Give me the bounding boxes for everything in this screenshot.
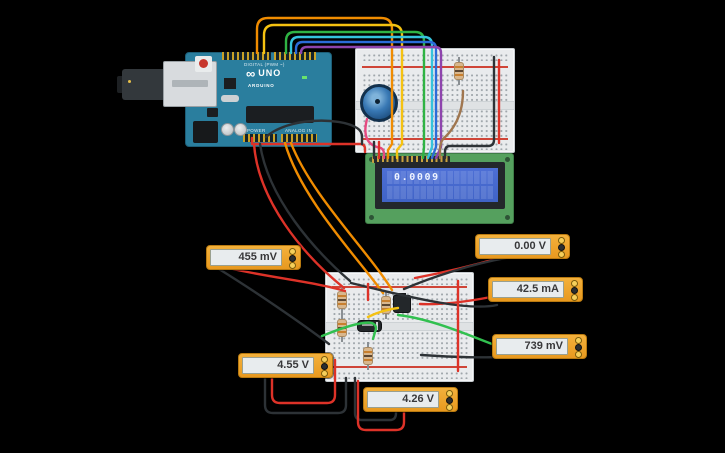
rail-holes	[331, 370, 468, 379]
meter-terminal-icon[interactable]	[321, 356, 328, 363]
rail-line	[332, 366, 467, 368]
lcd-bezel: 0.0009	[375, 162, 505, 209]
screw-icon	[369, 215, 374, 220]
analog-pins[interactable]	[281, 134, 317, 142]
meter-terminal-icon[interactable]	[575, 344, 582, 351]
digital-pins-left[interactable]	[222, 52, 271, 60]
digital-pins-right[interactable]	[274, 52, 316, 60]
resistor[interactable]	[363, 342, 373, 370]
multimeter-display: 42.5 mA	[492, 281, 564, 298]
resistor[interactable]	[337, 314, 347, 342]
resistor[interactable]	[381, 291, 391, 319]
arduino-brand-label: ARDUINO	[248, 83, 275, 88]
resistor[interactable]	[454, 57, 464, 85]
multimeter-739mv[interactable]: 739 mV	[492, 334, 587, 359]
grid-holes	[331, 330, 468, 360]
capacitor-icon	[234, 123, 247, 136]
meter-terminal-icon[interactable]	[571, 294, 578, 301]
multimeter-425ma[interactable]: 42.5 mA	[488, 277, 583, 302]
uno-model-label: UNO	[258, 68, 282, 78]
meter-terminal-icon[interactable]	[446, 397, 453, 404]
rail-holes	[331, 276, 468, 285]
meter-terminal-icon[interactable]	[575, 337, 582, 344]
diode[interactable]	[357, 320, 382, 332]
multimeter-value: 739 mV	[524, 340, 563, 352]
breadboard-main[interactable]	[325, 272, 474, 382]
rail-line	[362, 66, 508, 68]
meter-terminal-icon[interactable]	[321, 363, 328, 370]
power-led-icon	[302, 76, 307, 79]
lcd-display[interactable]: 0.0009	[365, 153, 514, 224]
regulator-chip-icon	[207, 108, 218, 117]
meter-terminal-icon[interactable]	[558, 251, 565, 258]
rail-line	[332, 286, 467, 288]
multimeter-455mv[interactable]: 455 mV	[206, 245, 301, 270]
meter-terminal-icon[interactable]	[446, 404, 453, 411]
capacitor-icon	[221, 123, 234, 136]
multimeter-426v[interactable]: 4.26 V	[363, 387, 458, 412]
wire-black-455mv-probe[interactable]	[217, 267, 331, 346]
wire-black-455v-probe[interactable]	[263, 375, 348, 415]
meter-terminal-icon[interactable]	[321, 370, 328, 377]
multimeter-display: 4.55 V	[242, 357, 314, 374]
rail-holes	[361, 52, 509, 61]
screw-icon	[505, 157, 510, 162]
lcd-screen: 0.0009	[382, 168, 498, 202]
usb-plug[interactable]	[122, 69, 170, 100]
power-pins[interactable]	[243, 134, 277, 142]
analog-label: ANALOG IN	[285, 128, 313, 133]
meter-terminal-icon[interactable]	[289, 262, 296, 269]
power-label: POWER	[247, 128, 266, 133]
multimeter-display: 455 mV	[210, 249, 282, 266]
power-jack-icon	[193, 121, 218, 143]
multimeter-display: 739 mV	[496, 338, 568, 355]
meter-terminal-icon[interactable]	[446, 390, 453, 397]
rail-line	[362, 138, 508, 140]
infinity-logo-icon: ∞	[246, 66, 256, 81]
lcd-readout: 0.0009	[394, 172, 440, 183]
reset-button[interactable]	[195, 56, 212, 72]
crystal-oscillator-icon	[221, 95, 239, 102]
potentiometer[interactable]	[360, 84, 398, 122]
multimeter-000v[interactable]: 0.00 V	[475, 234, 570, 259]
multimeter-value: 42.5 mA	[516, 283, 559, 295]
meter-terminal-icon[interactable]	[575, 351, 582, 358]
multimeter-value: 4.55 V	[277, 359, 309, 371]
lcd-character-row	[387, 171, 494, 184]
arduino-logo: ∞UNO	[246, 67, 281, 80]
usb-controller-chip-icon	[224, 78, 236, 89]
meter-terminal-icon[interactable]	[571, 287, 578, 294]
meter-terminal-icon[interactable]	[558, 237, 565, 244]
multimeter-value: 455 mV	[238, 251, 277, 263]
lcd-character-row	[387, 186, 494, 199]
multimeter-value: 4.26 V	[402, 393, 434, 405]
resistor[interactable]	[337, 286, 347, 314]
usb-plug-led-icon	[128, 80, 131, 83]
screw-icon	[505, 215, 510, 220]
rail-holes	[361, 141, 509, 150]
multimeter-value: 0.00 V	[514, 240, 546, 252]
usb-port-icon	[163, 61, 217, 107]
lcd-pin-header[interactable]	[372, 156, 450, 163]
meter-terminal-icon[interactable]	[289, 255, 296, 262]
multimeter-display: 0.00 V	[479, 238, 551, 255]
potentiometer-knob-icon	[375, 99, 380, 104]
meter-terminal-icon[interactable]	[558, 244, 565, 251]
meter-terminal-icon[interactable]	[571, 280, 578, 287]
microcontroller-chip-icon	[246, 106, 314, 123]
multimeter-display: 4.26 V	[367, 391, 439, 408]
meter-terminal-icon[interactable]	[289, 248, 296, 255]
transistor[interactable]	[393, 293, 411, 313]
multimeter-455v[interactable]: 4.55 V	[238, 353, 333, 378]
